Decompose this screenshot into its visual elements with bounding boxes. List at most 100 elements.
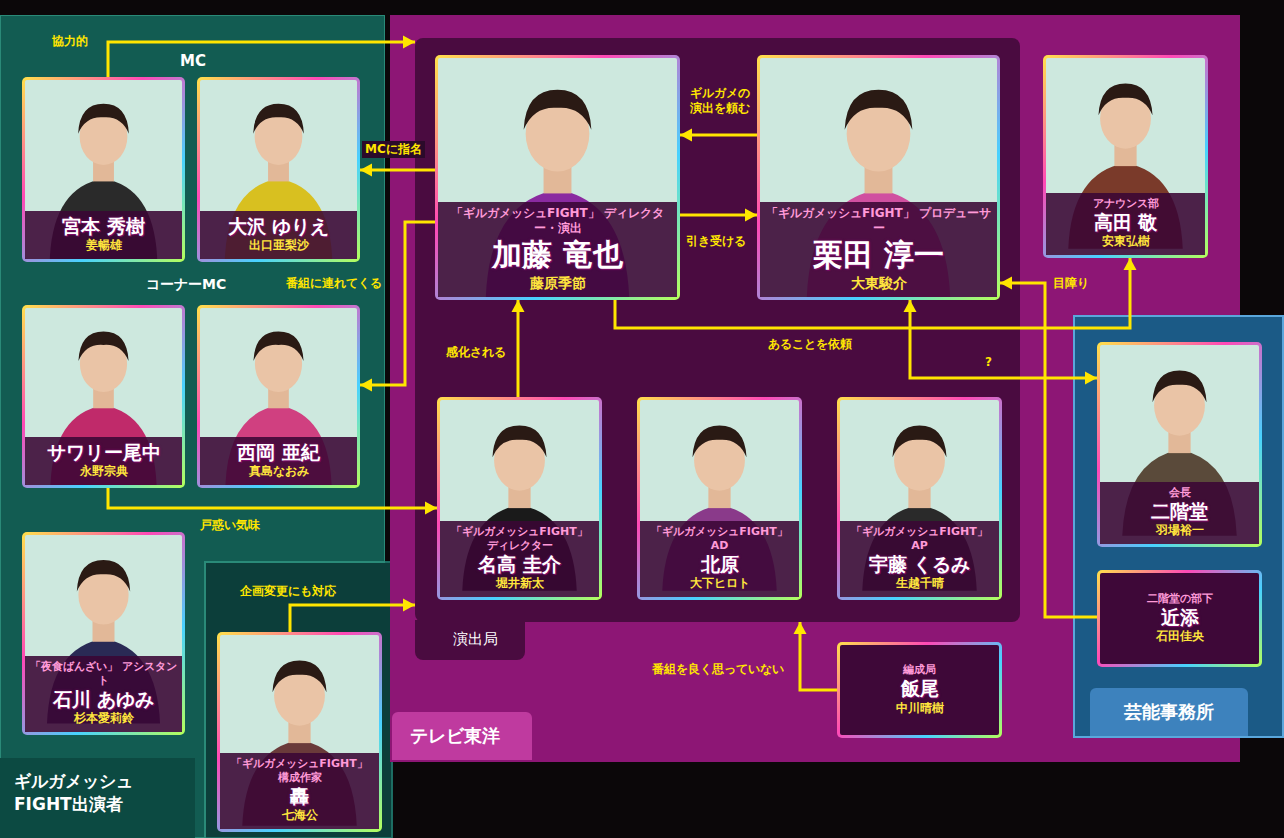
relation-line [360, 222, 435, 385]
relation-arrow [108, 36, 415, 78]
region-label: 芸能事務所 [1106, 700, 1232, 724]
relation-label: ギルガメの演出を頼む [689, 86, 751, 116]
actor-text: 羽場裕一 [1104, 523, 1255, 539]
region-label: テレビ東洋 [410, 724, 514, 748]
region-tab: 演出局 [415, 620, 525, 660]
relation-label: 目障り [1053, 276, 1089, 291]
role-text: 会長 [1104, 486, 1255, 500]
portrait-hair [77, 560, 130, 591]
relation-line [517, 300, 520, 397]
relation-arrow [360, 222, 435, 392]
name-text: 加藤 竜也 [442, 236, 673, 274]
relation-label: 感化される [446, 345, 506, 360]
character-card: 「ギルガメッシュFIGHT」 AD北原大下ヒロト [637, 397, 802, 600]
relation-label: あることを依頼 [768, 337, 852, 352]
character-card: 「ギルガメッシュFIGHT」 構成作家轟七海公 [217, 632, 382, 832]
region-label: ギルガメッシュ FIGHT出演者 [14, 770, 181, 816]
caption-band: 「ギルガメッシュFIGHT」 プロデューサー栗田 淳一大東駿介 [760, 202, 997, 297]
name-text: 大沢 ゆりえ [204, 215, 353, 239]
arrow-head [904, 300, 917, 312]
role-text: 「ギルガメッシュFIGHT」 構成作家 [224, 757, 375, 785]
portrait-hair [524, 90, 592, 130]
region-tab: テレビ東洋 [392, 712, 532, 760]
portrait-hair [272, 660, 326, 692]
portrait-hair [1152, 370, 1206, 402]
name-text: 近添 [1147, 606, 1213, 630]
character-card: 大沢 ゆりえ出口亜梨沙 [197, 77, 360, 262]
actor-text: 杉本愛莉鈴 [29, 711, 178, 727]
role-text: 二階堂の部下 [1147, 592, 1213, 606]
name-text: 名高 圭介 [444, 553, 595, 577]
caption-band: 宮本 秀樹姜暢雄 [25, 211, 182, 259]
name-text: 栗田 淳一 [764, 236, 993, 274]
actor-text: 藤原季節 [442, 274, 673, 292]
portrait-hair [1098, 83, 1152, 115]
actor-text: 生越千晴 [844, 576, 995, 592]
relation-arrow [290, 599, 415, 633]
region-label: 演出局 [453, 630, 511, 649]
role-text: 「ギルガメッシュFIGHT」 プロデューサー [764, 206, 993, 236]
relation-line [108, 42, 415, 77]
relation-arrow [794, 622, 838, 690]
role-text: 「ギルガメッシュFIGHT」 AP [844, 525, 995, 553]
caption-band: 会長二階堂羽場裕一 [1100, 482, 1259, 544]
name-text: 宮本 秀樹 [29, 215, 178, 239]
portrait-hair [78, 332, 128, 362]
arrow-head [1124, 258, 1137, 270]
caption-band: アナウンス部高田 敬安東弘樹 [1046, 193, 1205, 255]
relation-line [615, 258, 1130, 328]
name-text: 宇藤 くるみ [844, 553, 995, 577]
arrow-head [512, 300, 525, 312]
region-shape [0, 15, 385, 838]
arrow-head [745, 209, 757, 222]
actor-text: 姜暢雄 [29, 238, 178, 254]
actor-text: 安東弘樹 [1050, 234, 1201, 250]
arrow-head [1085, 372, 1097, 385]
actor-text: 大下ヒロト [644, 576, 795, 592]
section-label: MC [180, 52, 206, 70]
relation-arrow [512, 300, 525, 397]
relation-arrow [108, 488, 437, 515]
section-label: コーナーMC [146, 276, 226, 294]
portrait-hair [845, 90, 913, 130]
caption-band: 「ギルガメッシュFIGHT」 ディレクター・演出加藤 竜也藤原季節 [438, 202, 677, 297]
name-text: 二階堂 [1104, 500, 1255, 524]
arrow-head [360, 164, 372, 177]
region-tab: ギルガメッシュ FIGHT出演者 [0, 758, 195, 838]
character-card: 宮本 秀樹姜暢雄 [22, 77, 185, 262]
role-text: 「ギルガメッシュFIGHT」 AD [644, 525, 795, 553]
caption-band: 大沢 ゆりえ出口亜梨沙 [200, 211, 357, 259]
relation-line [680, 134, 757, 137]
actor-text: 中川晴樹 [896, 701, 944, 717]
character-card: 編成局飯尾中川晴樹 [837, 642, 1002, 738]
name-text: 轟 [224, 785, 375, 809]
role-text: 「ギルガメッシュFIGHT」 ディレクター・演出 [442, 206, 673, 236]
character-card: 会長二階堂羽場裕一 [1097, 342, 1262, 547]
caption-band: 「夜食ばんざい」 アシスタント石川 あゆみ杉本愛莉鈴 [25, 656, 182, 732]
actor-text: 真島なおみ [204, 464, 353, 480]
arrow-head [403, 599, 415, 612]
actor-text: 出口亜梨沙 [204, 238, 353, 254]
name-text: 北原 [644, 553, 795, 577]
relation-line [360, 169, 435, 172]
relation-label: 協力的 [52, 34, 88, 49]
relation-label: 引き受ける [686, 234, 746, 249]
group-region: 演出局「ギルガメッシュFIGHT」 ディレクター・演出加藤 竜也藤原季節「ギルガ… [415, 38, 1020, 622]
relation-arrow [360, 164, 435, 177]
relation-label: ? [985, 355, 992, 370]
character-card: 「ギルガメッシュFIGHT」 AP宇藤 くるみ生越千晴 [837, 397, 1002, 600]
arrow-head [794, 622, 807, 634]
relation-line [800, 622, 837, 690]
portrait-hair [253, 104, 304, 134]
actor-text: 堀井新太 [444, 576, 595, 592]
relation-line [1000, 283, 1097, 617]
actor-text: 七海公 [224, 808, 375, 824]
portrait-hair [492, 425, 546, 457]
group-region: 芸能事務所会長二階堂羽場裕一二階堂の部下近添石田佳央 [1073, 315, 1284, 738]
name-text: 高田 敬 [1050, 211, 1201, 235]
role-text: 編成局 [896, 663, 944, 677]
caption-band: サワリー尾中永野宗典 [25, 437, 182, 485]
portrait-hair [692, 425, 746, 457]
